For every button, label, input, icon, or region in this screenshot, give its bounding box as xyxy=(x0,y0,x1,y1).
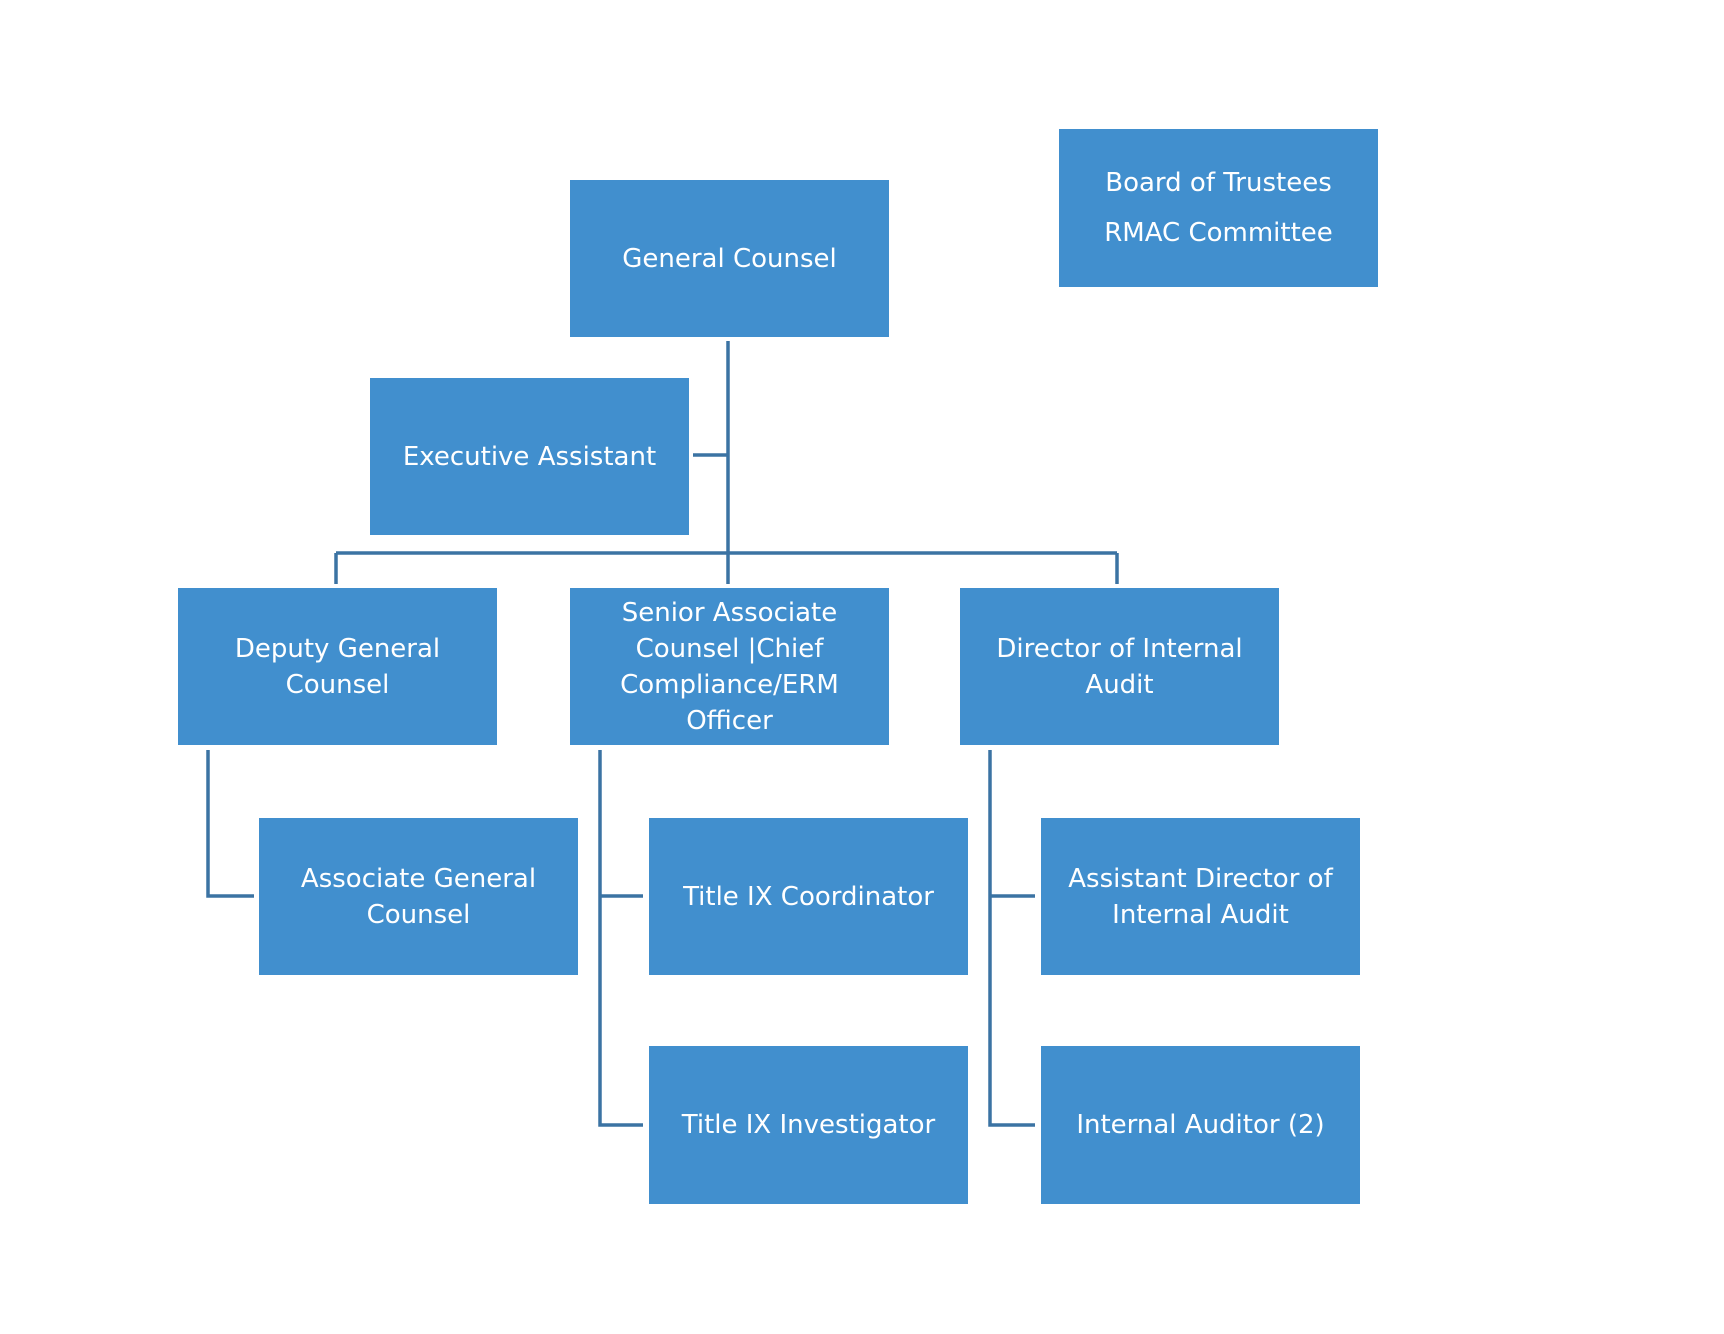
label-line: Internal Auditor (2) xyxy=(1076,1110,1325,1140)
label-line: RMAC Committee xyxy=(1104,218,1333,248)
title-ix-investigator-box: Title IX Investigator xyxy=(649,1046,968,1204)
assistant-director-internal-audit-label: Assistant Director of Internal Audit xyxy=(1068,861,1332,933)
label-line: Assistant Director of xyxy=(1068,863,1333,894)
label-line: Compliance/ERM xyxy=(620,669,839,700)
label-line: Associate General xyxy=(300,863,537,894)
general-counsel-box: General Counsel xyxy=(570,180,889,337)
label-line: Title IX Investigator xyxy=(681,1110,936,1140)
connector-director-trunk xyxy=(988,750,1035,1127)
label-line: Executive Assistant xyxy=(402,441,657,472)
title-ix-coordinator-label: Title IX Coordinator xyxy=(683,879,934,915)
connector-senior-trunk xyxy=(598,750,643,1127)
assistant-director-internal-audit-box: Assistant Director of Internal Audit xyxy=(1041,818,1360,975)
label-line: Director of Internal xyxy=(996,633,1243,664)
label-line: Officer xyxy=(686,705,773,736)
label-line: Title IX Coordinator xyxy=(683,881,934,912)
label-line: Counsel xyxy=(285,669,390,700)
label-line: Deputy General xyxy=(234,633,441,664)
label-line: Counsel |Chief xyxy=(635,633,824,664)
connector-deputy-to-associate xyxy=(206,750,254,898)
title-ix-coordinator-box: Title IX Coordinator xyxy=(649,818,968,975)
executive-assistant-label: Executive Assistant xyxy=(403,439,656,475)
title-ix-investigator-label: Title IX Investigator xyxy=(682,1107,935,1143)
label-line: Board of Trustees xyxy=(1105,168,1332,198)
label-line: Audit xyxy=(1085,669,1154,700)
label-line: Senior Associate xyxy=(621,597,838,628)
label-line: Counsel xyxy=(366,899,471,930)
label-line: Internal Audit xyxy=(1112,899,1289,930)
executive-assistant-box: Executive Assistant xyxy=(370,378,689,535)
internal-auditor-label: Internal Auditor (2) xyxy=(1076,1107,1324,1143)
general-counsel-label: General Counsel xyxy=(622,241,837,277)
internal-auditor-box: Internal Auditor (2) xyxy=(1041,1046,1360,1204)
label-line: General Counsel xyxy=(622,243,837,274)
